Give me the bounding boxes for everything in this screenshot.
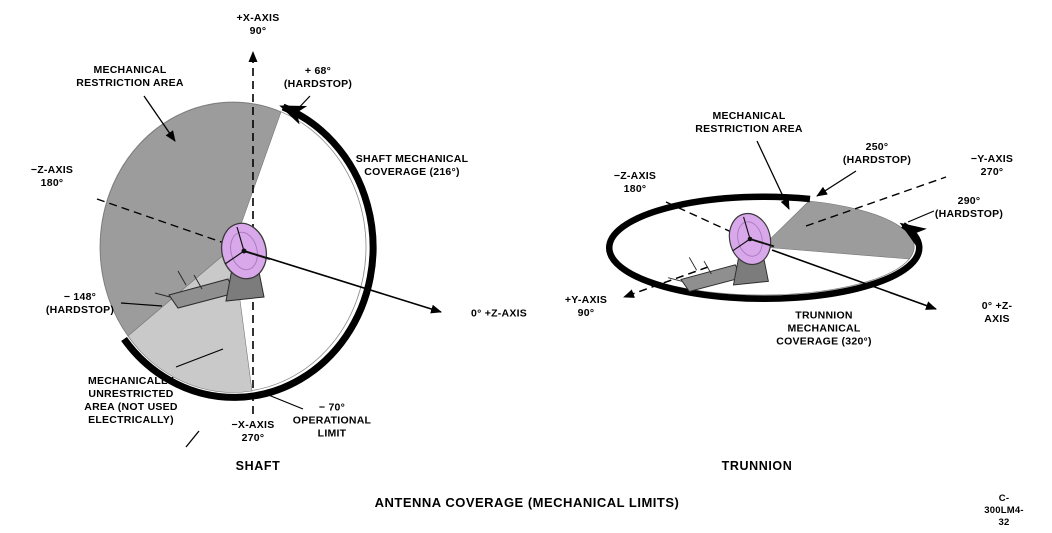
shaft-mechanical-restriction-area — [99, 102, 282, 337]
trunnion-plus-z-axis-label: 0° +Z-AXIS — [981, 299, 1013, 325]
trunnion-minus-z-axis-label: −Z-AXIS 180° — [613, 169, 657, 195]
trunnion-minus-y-axis-line — [805, 176, 947, 227]
shaft-coverage-label: SHAFT MECHANICAL COVERAGE (216°) — [355, 152, 469, 178]
shaft-plus-z-axis-line — [254, 253, 442, 314]
trunnion-restriction-leader-line — [756, 140, 790, 210]
trunnion-coverage-arc — [606, 193, 927, 302]
trunnion-plus-z-axis-line — [771, 249, 937, 310]
shaft-hardstop-148-label: − 148° (HARDSTOP) — [45, 290, 115, 316]
trunnion-hardstop-250-label: 250° (HARDSTOP) — [842, 140, 912, 166]
trunnion-hardstop-250-leader-line — [816, 170, 857, 197]
shaft-operational-limit-label: − 70° OPERATIONAL LIMIT — [292, 401, 372, 440]
trunnion-hardstop-290-label: 290° (HARDSTOP) — [934, 194, 1004, 220]
trunnion-section-title: TRUNNION — [721, 459, 793, 474]
trunnion-hardstop-290-leader-line — [907, 210, 935, 223]
figure-number: C-300LM4-32 — [984, 493, 1024, 528]
shaft-unrestricted-area-label: MECHANICALLY UNRESTRICTED AREA (NOT USED… — [84, 374, 178, 427]
shaft-restriction-leader-line — [143, 95, 176, 142]
shaft-minus-z-axis-line — [96, 198, 231, 246]
shaft-coverage-arc — [121, 103, 377, 401]
shaft-hardstop-148-leader-line — [120, 302, 163, 307]
shaft-plus-x-axis-label: +X-AXIS 90° — [236, 11, 280, 37]
trunnion-plus-y-axis-line — [623, 266, 709, 298]
trunnion-plus-y-axis-label: +Y-AXIS 90° — [564, 293, 608, 319]
shaft-restriction-area-label: MECHANICAL RESTRICTION AREA — [76, 63, 184, 89]
shaft-minus-z-axis-label: −Z-AXIS 180° — [30, 163, 74, 189]
trunnion-minus-y-axis-label: −Y-AXIS 270° — [970, 152, 1014, 178]
shaft-unrestricted-leader-tick — [185, 430, 200, 448]
shaft-hardstop-68-leader-line — [291, 95, 311, 116]
figure-title: ANTENNA COVERAGE (MECHANICAL LIMITS) — [374, 494, 680, 510]
shaft-unrestricted-leader-line — [175, 348, 224, 368]
shaft-minus-x-axis-label: −X-AXIS 270° — [231, 418, 275, 444]
trunnion-mechanical-restriction-area — [761, 200, 915, 260]
shaft-operational-limit-leader-line — [265, 393, 304, 410]
shaft-figure — [96, 51, 442, 448]
trunnion-minus-z-axis-line — [665, 201, 741, 237]
trunnion-restriction-area-label: MECHANICAL RESTRICTION AREA — [695, 109, 803, 135]
shaft-hardstop-68-label: + 68° (HARDSTOP) — [283, 64, 353, 90]
shaft-section-title: SHAFT — [235, 459, 281, 474]
shaft-plus-z-axis-label: 0° +Z-AXIS — [470, 307, 528, 320]
trunnion-coverage-label: TRUNNION MECHANICAL COVERAGE (320°) — [776, 309, 872, 348]
trunnion-figure — [606, 140, 947, 310]
